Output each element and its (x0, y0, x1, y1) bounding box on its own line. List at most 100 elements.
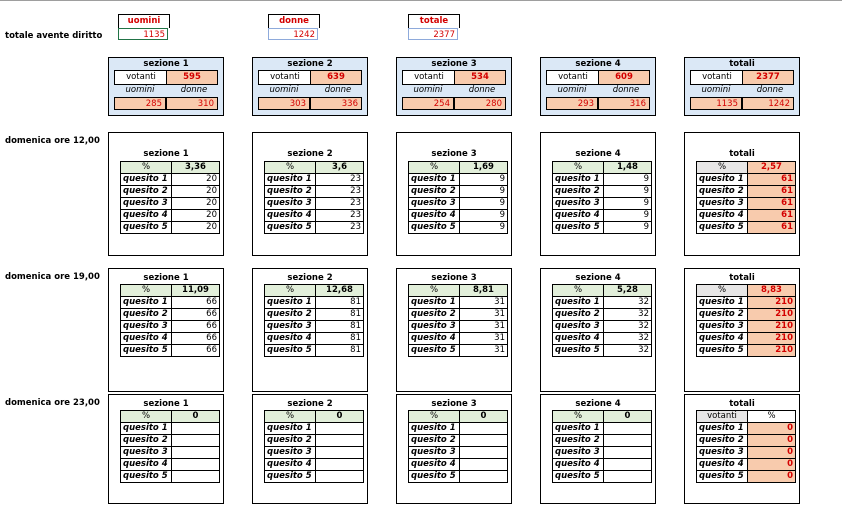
pct-value[interactable]: 0 (603, 410, 652, 423)
quesito-value[interactable]: 23 (315, 197, 364, 210)
quesito-value[interactable] (171, 434, 220, 447)
pct-value[interactable]: 1,48 (603, 161, 652, 174)
quesito-value[interactable]: 0 (747, 470, 796, 483)
pct-value[interactable]: 12,68 (315, 284, 364, 297)
quesito-value[interactable]: 9 (459, 221, 508, 234)
quesito-value[interactable] (603, 458, 652, 471)
pct-value[interactable]: 3,6 (315, 161, 364, 174)
quesito-value[interactable] (315, 470, 364, 483)
quesito-value[interactable]: 23 (315, 173, 364, 186)
quesito-value[interactable]: 9 (459, 173, 508, 186)
quesito-value[interactable] (603, 470, 652, 483)
quesito-value[interactable]: 9 (603, 209, 652, 222)
quesito-value[interactable]: 20 (171, 209, 220, 222)
uomini-cell[interactable]: 1135 (118, 28, 168, 40)
pct-value[interactable]: 0 (459, 410, 508, 423)
quesito-value[interactable] (315, 446, 364, 459)
pct-value[interactable]: 8,81 (459, 284, 508, 297)
donne-value[interactable]: 310 (166, 97, 218, 110)
quesito-value[interactable] (603, 434, 652, 447)
quesito-value[interactable]: 210 (747, 332, 796, 345)
quesito-value[interactable] (459, 458, 508, 471)
quesito-value[interactable]: 210 (747, 296, 796, 309)
quesito-value[interactable]: 20 (171, 197, 220, 210)
quesito-value[interactable] (459, 470, 508, 483)
pct-value[interactable]: 5,28 (603, 284, 652, 297)
quesito-value[interactable]: 23 (315, 221, 364, 234)
quesito-value[interactable] (459, 446, 508, 459)
uomini-value[interactable]: 285 (114, 97, 166, 110)
uomini-value[interactable]: 1135 (690, 97, 742, 110)
quesito-value[interactable]: 23 (315, 209, 364, 222)
quesito-value[interactable]: 210 (747, 308, 796, 321)
quesito-value[interactable]: 0 (747, 434, 796, 447)
quesito-value[interactable]: 81 (315, 344, 364, 357)
quesito-value[interactable]: 61 (747, 209, 796, 222)
quesito-value[interactable]: 0 (747, 446, 796, 459)
pct-value[interactable]: 2,57 (747, 161, 796, 174)
votanti-value[interactable]: 639 (310, 70, 362, 85)
donne-cell[interactable]: 1242 (268, 28, 318, 40)
quesito-value[interactable]: 9 (603, 221, 652, 234)
donne-value[interactable]: 1242 (742, 97, 794, 110)
quesito-value[interactable]: 81 (315, 296, 364, 309)
quesito-value[interactable]: 210 (747, 320, 796, 333)
quesito-value[interactable]: 32 (603, 332, 652, 345)
quesito-value[interactable] (459, 434, 508, 447)
pct-value[interactable]: 11,09 (171, 284, 220, 297)
quesito-value[interactable] (171, 446, 220, 459)
quesito-value[interactable]: 66 (171, 308, 220, 321)
quesito-value[interactable]: 20 (171, 185, 220, 198)
quesito-value[interactable]: 32 (603, 296, 652, 309)
quesito-value[interactable]: 31 (459, 308, 508, 321)
pct-value[interactable]: 1,69 (459, 161, 508, 174)
quesito-value[interactable]: 0 (747, 422, 796, 435)
quesito-value[interactable]: 61 (747, 221, 796, 234)
quesito-value[interactable] (459, 422, 508, 435)
donne-value[interactable]: 316 (598, 97, 650, 110)
quesito-value[interactable]: 66 (171, 332, 220, 345)
quesito-value[interactable]: 81 (315, 332, 364, 345)
votanti-value[interactable]: 2377 (742, 70, 794, 85)
quesito-value[interactable] (603, 422, 652, 435)
quesito-value[interactable]: 23 (315, 185, 364, 198)
quesito-value[interactable] (171, 470, 220, 483)
uomini-value[interactable]: 254 (402, 97, 454, 110)
quesito-value[interactable]: 9 (459, 185, 508, 198)
quesito-value[interactable]: 210 (747, 344, 796, 357)
quesito-value[interactable]: 9 (603, 185, 652, 198)
quesito-value[interactable] (315, 434, 364, 447)
pct-value[interactable]: 0 (315, 410, 364, 423)
quesito-value[interactable]: 9 (459, 197, 508, 210)
quesito-value[interactable]: 9 (603, 173, 652, 186)
quesito-value[interactable] (171, 422, 220, 435)
quesito-value[interactable]: 32 (603, 344, 652, 357)
votanti-value[interactable]: 534 (454, 70, 506, 85)
quesito-value[interactable]: 66 (171, 320, 220, 333)
quesito-value[interactable] (603, 446, 652, 459)
donne-value[interactable]: 280 (454, 97, 506, 110)
quesito-value[interactable] (315, 458, 364, 471)
votanti-value[interactable]: 595 (166, 70, 218, 85)
quesito-value[interactable]: 81 (315, 320, 364, 333)
quesito-value[interactable] (315, 422, 364, 435)
pct-value[interactable]: 0 (171, 410, 220, 423)
quesito-value[interactable]: 66 (171, 344, 220, 357)
quesito-value[interactable]: 20 (171, 221, 220, 234)
quesito-value[interactable]: 20 (171, 173, 220, 186)
quesito-value[interactable]: 31 (459, 320, 508, 333)
quesito-value[interactable]: 0 (747, 458, 796, 471)
pct-value[interactable]: 8,83 (747, 284, 796, 297)
quesito-value[interactable]: 81 (315, 308, 364, 321)
quesito-value[interactable] (171, 458, 220, 471)
quesito-value[interactable]: 31 (459, 344, 508, 357)
quesito-value[interactable]: 9 (459, 209, 508, 222)
quesito-value[interactable]: 61 (747, 173, 796, 186)
votanti-value[interactable]: 609 (598, 70, 650, 85)
uomini-value[interactable]: 293 (546, 97, 598, 110)
quesito-value[interactable]: 31 (459, 296, 508, 309)
pct-value[interactable]: 3,36 (171, 161, 220, 174)
donne-value[interactable]: 336 (310, 97, 362, 110)
quesito-value[interactable]: 66 (171, 296, 220, 309)
quesito-value[interactable]: 61 (747, 185, 796, 198)
